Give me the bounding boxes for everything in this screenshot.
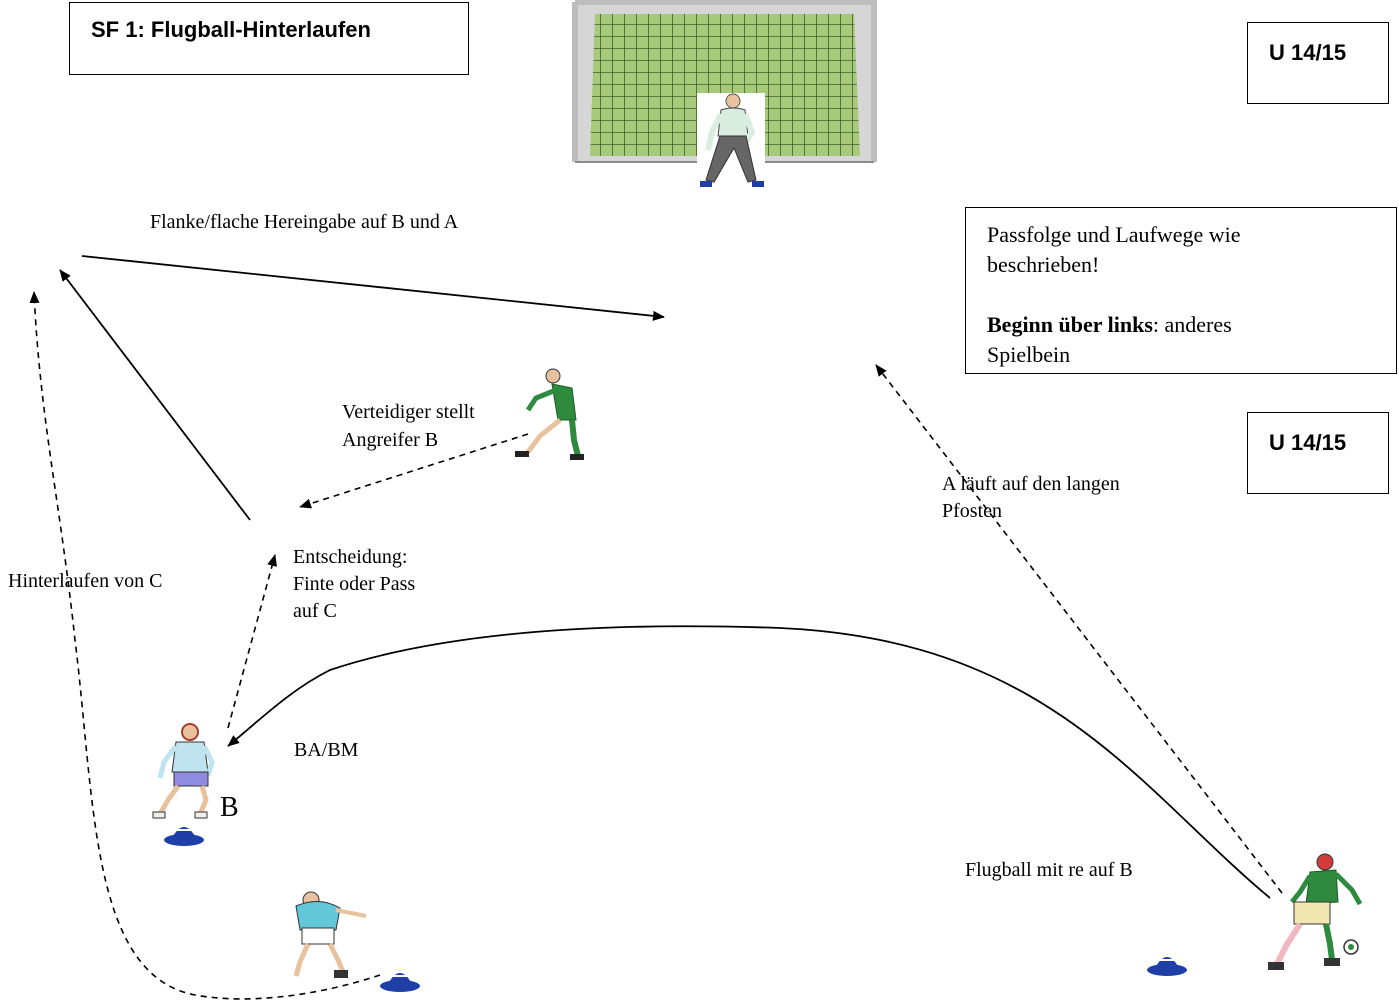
player-c-figure — [293, 891, 367, 978]
ba-bm-label: BA/BM — [294, 739, 359, 761]
goal-frame — [572, 0, 877, 162]
defender-label-2: Angreifer B — [342, 429, 439, 451]
age-badge-mid: U 14/15 — [1247, 412, 1389, 494]
player-b-figure — [152, 723, 215, 819]
player-a-figure — [1268, 853, 1363, 970]
defender-press-arrow — [299, 433, 529, 509]
age-badge-top-text: U 14/15 — [1269, 40, 1347, 65]
decision-label-1: Entscheidung: — [293, 546, 408, 568]
decision-label-3: auf C — [293, 600, 337, 622]
info-line-1: Passfolge und Laufwege wie — [987, 222, 1241, 247]
long-ball-arrow — [227, 625, 1271, 899]
info-line-3: Beginn über links: anderes — [987, 310, 1232, 340]
info-rest: : anderes — [1152, 312, 1232, 337]
info-line-4: Spielbein — [987, 342, 1071, 367]
defender-label-1: Verteidiger stellt — [342, 401, 475, 423]
player-b-label: B — [220, 792, 239, 823]
run-a-arrow — [875, 364, 1283, 894]
run-a-label-2: Pfosten — [942, 500, 1002, 522]
info-bold: Beginn über links — [987, 312, 1153, 337]
decision-label-2: Finte oder Pass — [293, 573, 416, 595]
goal-net — [590, 14, 860, 156]
title-box: SF 1: Flugball-Hinterlaufen — [69, 2, 469, 75]
dribble-arrow — [227, 554, 277, 729]
goalkeeper-figure — [697, 93, 765, 191]
cross-arrow — [81, 255, 665, 321]
long-ball-label: Flugball mit re auf B — [965, 859, 1133, 881]
defender-figure — [515, 368, 584, 460]
cone-b — [164, 827, 204, 846]
overlap-run-arrow — [29, 291, 381, 1000]
run-a-label-1: A läuft auf den langen — [942, 473, 1120, 495]
age-badge-mid-text: U 14/15 — [1269, 430, 1347, 455]
cone-a — [1147, 957, 1187, 976]
info-line-2: beschrieben! — [987, 252, 1100, 277]
cross-label: Flanke/flache Hereingabe auf B und A — [150, 211, 459, 233]
overlap-label: Hinterlaufen von C — [8, 570, 163, 592]
info-box: Passfolge und Laufwege wie beschrieben! … — [965, 207, 1397, 374]
pass-to-wing-arrow — [59, 269, 251, 521]
cone-c — [380, 973, 420, 992]
age-badge-top: U 14/15 — [1247, 22, 1389, 104]
page-title: SF 1: Flugball-Hinterlaufen — [91, 17, 371, 42]
